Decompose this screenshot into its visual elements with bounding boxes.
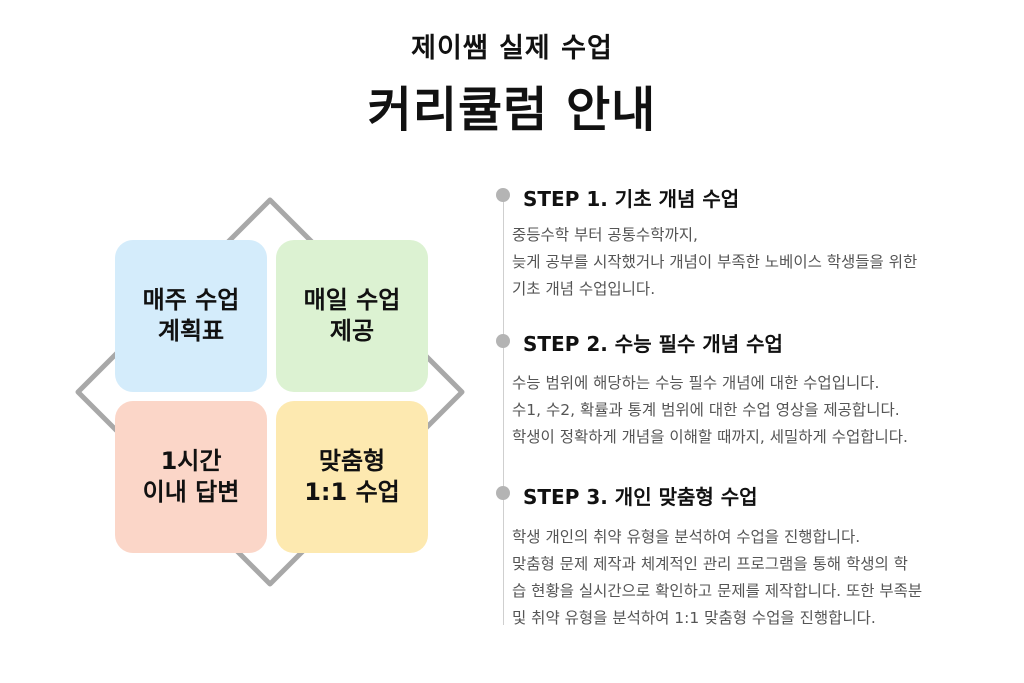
step-2-description: 수능 범위에 해당하는 수능 필수 개념에 대한 수업입니다. 수1, 수2, … <box>512 370 982 451</box>
step-3-title: STEP 3. 개인 맞춤형 수업 <box>523 485 758 509</box>
timeline-dot-icon <box>496 334 510 348</box>
step-3-description: 학생 개인의 취약 유형을 분석하여 수업을 진행합니다. 맞춤형 문제 제작과… <box>512 524 982 632</box>
description-line: 기초 개념 수업입니다. <box>512 280 656 298</box>
description-line: 늦게 공부를 시작했거나 개념이 부족한 노베이스 학생들을 위한 <box>512 253 918 271</box>
step-1-description: 중등수학 부터 공통수학까지, 늦게 공부를 시작했거나 개념이 부족한 노베이… <box>512 222 982 303</box>
tile-label-line: 제공 <box>329 317 375 345</box>
timeline-dot-icon <box>496 188 510 202</box>
description-line: 맞춤형 문제 제작과 체계적인 관리 프로그램을 통해 학생의 학 <box>512 555 908 573</box>
timeline-line <box>503 195 504 625</box>
feature-tile-weekly-plan: 매주 수업 계획표 <box>115 240 267 392</box>
page-subtitle: 제이쌤 실제 수업 <box>411 33 613 64</box>
tile-label-line: 1시간 <box>160 446 222 475</box>
description-line: 습 현황을 실시간으로 확인하고 문제를 제작합니다. 또한 부족분 <box>512 582 923 600</box>
tile-label-line: 매주 수업 <box>142 285 240 314</box>
tile-label-line: 1:1 수업 <box>304 478 400 506</box>
step-2-title: STEP 2. 수능 필수 개념 수업 <box>523 332 783 356</box>
description-line: 수능 범위에 해당하는 수능 필수 개념에 대한 수업입니다. <box>512 374 880 392</box>
tile-label-line: 맞춤형 <box>318 446 386 475</box>
tile-label-line: 이내 답변 <box>142 478 240 506</box>
tile-label-line: 계획표 <box>157 317 225 345</box>
description-line: 및 취약 유형을 분석하여 1:1 맞춤형 수업을 진행합니다. <box>512 609 876 627</box>
description-line: 중등수학 부터 공통수학까지, <box>512 226 698 244</box>
timeline-dot-icon <box>496 486 510 500</box>
page-title: 커리큘럼 안내 <box>367 82 657 138</box>
feature-tile-custom-class: 맞춤형 1:1 수업 <box>276 401 428 553</box>
step-1-title: STEP 1. 기초 개념 수업 <box>523 187 740 211</box>
description-line: 학생 개인의 취약 유형을 분석하여 수업을 진행합니다. <box>512 528 861 546</box>
description-line: 수1, 수2, 확률과 통계 범위에 대한 수업 영상을 제공합니다. <box>512 401 900 419</box>
feature-tile-quick-answer: 1시간 이내 답변 <box>115 401 267 553</box>
feature-tile-daily-class: 매일 수업 제공 <box>276 240 428 392</box>
tile-label-line: 매일 수업 <box>303 285 401 314</box>
description-line: 학생이 정확하게 개념을 이해할 때까지, 세밀하게 수업합니다. <box>512 428 908 446</box>
